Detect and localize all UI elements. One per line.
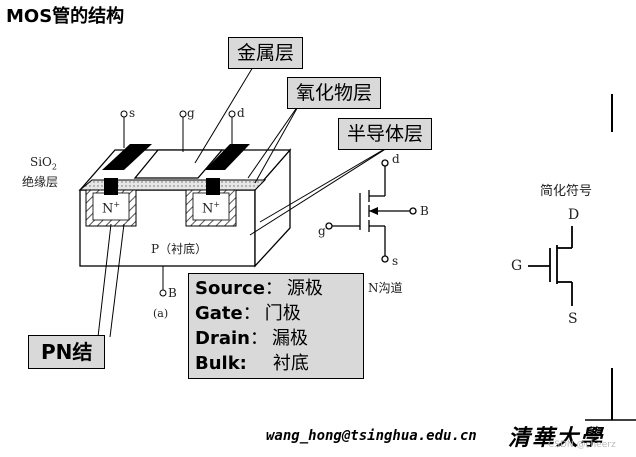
figure-label: (a) (153, 307, 169, 320)
source-n-plus-label: N+ (102, 200, 121, 217)
watermark: CSDN @cheerz (548, 440, 616, 450)
terminal-definitions: Source：源极 Gate：门极 Drain：漏极 Bulk:衬底 (188, 273, 364, 379)
simplified-source-label: S (568, 311, 578, 327)
nch-drain-label: d (392, 152, 400, 166)
bulk-terminal-label: B (168, 286, 177, 300)
term-source: Source：源极 (195, 278, 323, 299)
tsinghua-logo: 清華大學 (508, 425, 605, 451)
simplified-drain-label: D (568, 207, 580, 223)
simplified-title: 简化符号 (540, 184, 593, 199)
source-terminal-label: s (129, 106, 136, 120)
nch-caption: N沟道 (368, 281, 403, 295)
drain-metal (205, 144, 250, 170)
semiconductor-layer-callout: 半导体层 (338, 118, 433, 150)
drain-terminal-label: d (237, 106, 245, 120)
sio2-label: SiO2 (30, 155, 57, 172)
substrate-label: P（衬底） (151, 242, 208, 256)
term-drain: Drain：漏极 (195, 328, 308, 349)
drain-n-plus-label: N+ (202, 200, 221, 217)
simplified-symbol (528, 226, 573, 306)
insulator-label: 绝缘层 (22, 175, 59, 189)
page-title: MOS管的结构 (6, 6, 125, 27)
source-contact (104, 178, 118, 195)
nch-bulk-label: B (420, 204, 429, 218)
gate-terminal-label: g (187, 106, 195, 120)
author-email: wang_hong@tsinghua.edu.cn (266, 428, 477, 444)
nch-source-label: s (392, 254, 399, 268)
simplified-gate-label: G (511, 258, 523, 274)
term-gate: Gate：门极 (195, 303, 301, 324)
nch-gate-label: g (318, 224, 326, 238)
gate-metal (133, 149, 224, 179)
term-bulk: Bulk:衬底 (195, 353, 309, 374)
source-metal (102, 144, 152, 170)
metal-layer-callout: 金属层 (228, 37, 304, 69)
drain-contact (206, 178, 220, 195)
pn-junction-callout: PN结 (28, 335, 106, 369)
oxide-layer-callout: 氧化物层 (287, 77, 382, 109)
